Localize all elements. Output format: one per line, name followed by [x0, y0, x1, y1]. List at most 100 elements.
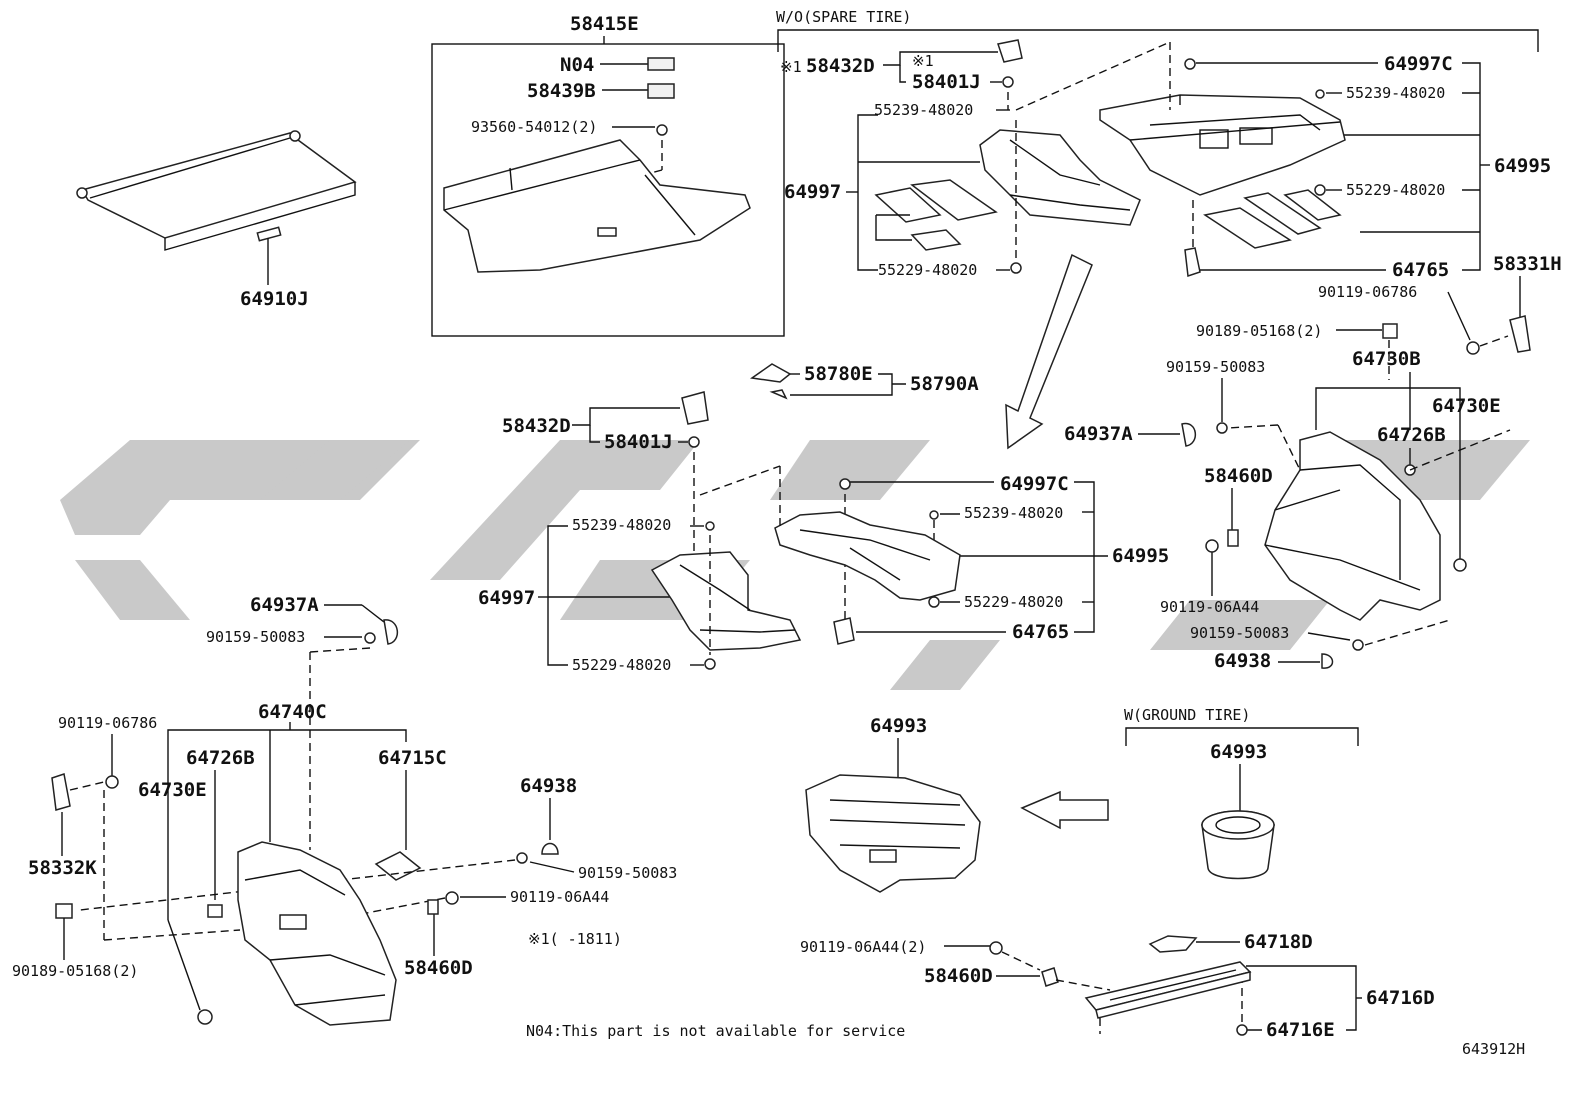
label-58432D-mid: 58432D [502, 415, 571, 437]
label-64718D: 64718D [1244, 931, 1313, 953]
label-64740C: 64740C [258, 701, 327, 723]
label-90189-r: 90189-05168(2) [1196, 322, 1322, 340]
clip-90189-r [1382, 323, 1398, 339]
part-58790A-clip [769, 389, 788, 400]
label-55229-top-r: 55229-48020 [1346, 181, 1445, 199]
deck-board-group-box [431, 43, 785, 337]
cap-64937A-r [1181, 422, 1196, 447]
foam-pads-top-left [874, 179, 998, 251]
label-90189-l: 90189-05168(2) [12, 962, 138, 980]
label-58439B: 58439B [527, 80, 596, 102]
label-90159-r1: 90159-50083 [1166, 358, 1265, 376]
ground-tire-cup-64993 [1201, 810, 1275, 880]
bracket-58332K [51, 773, 71, 811]
label-mark1: ※1 [912, 52, 934, 70]
label-64937A-l: 64937A [250, 594, 319, 616]
label-90119-06A44-r: 90119-06A44 [1160, 598, 1259, 616]
label-64716E: 64716E [1266, 1019, 1335, 1041]
label-55229-mid-r: 55229-48020 [964, 593, 1063, 611]
clip-58460D-l [427, 899, 439, 915]
floor-box-64995-mid [699, 465, 961, 601]
label-64726B-r: 64726B [1377, 424, 1446, 446]
label-64995-top: 64995 [1494, 155, 1551, 177]
label-58332K: 58332K [28, 857, 97, 879]
label-64765-top: 64765 [1392, 259, 1449, 281]
pad-64718D [1148, 935, 1198, 953]
label-90119-06A44-b: 90119-06A44(2) [800, 938, 926, 956]
label-55229-top-l: 55229-48020 [878, 261, 977, 279]
label-64993-ground: 64993 [1210, 741, 1267, 763]
label-58415E: 58415E [570, 13, 639, 35]
floor-box-64995-top [1099, 42, 1346, 196]
label-58460D-b: 58460D [924, 965, 993, 987]
figure-id: 643912H [1462, 1040, 1525, 1058]
side-trim-64740C [237, 841, 397, 1026]
clip-90189-l [55, 903, 73, 919]
note-1811: ※1( -1811) [528, 930, 622, 948]
bracket-58331H [1509, 315, 1531, 353]
cap-64937A-l [383, 619, 398, 645]
label-64715C: 64715C [378, 747, 447, 769]
label-90159-r2: 90159-50083 [1190, 624, 1289, 642]
label-64730B: 64730B [1352, 348, 1421, 370]
n04-part [647, 57, 675, 71]
label-90159-l2: 90159-50083 [578, 864, 677, 882]
label-58790A: 58790A [910, 373, 979, 395]
clip-64726B-l [207, 904, 223, 918]
58432D-part-top [997, 39, 1023, 63]
label-55239-mid-l: 55239-48020 [572, 516, 671, 534]
58439B-part [647, 83, 675, 99]
part-58780E [750, 363, 792, 383]
deck-board-part [443, 139, 751, 273]
foam-pads-top-right [1203, 189, 1342, 249]
clip-64765-mid [833, 617, 855, 645]
label-64937A-r: 64937A [1064, 423, 1133, 445]
label-64997C-mid: 64997C [1000, 473, 1069, 495]
clip-58460D-r [1227, 529, 1239, 547]
cap-64938-r [1321, 653, 1334, 669]
label-64730E-r: 64730E [1432, 395, 1501, 417]
clip-58460D-b [1041, 967, 1059, 987]
cap-64938-l [541, 842, 559, 855]
label-64765-mid: 64765 [1012, 621, 1069, 643]
side-box-64997-mid [650, 535, 802, 655]
part-58432D-mid [681, 391, 709, 425]
clip-64730E-l [197, 1009, 213, 1025]
label-64938-l: 64938 [520, 775, 577, 797]
mat-64715C [374, 851, 422, 881]
label-64910J: 64910J [240, 288, 309, 310]
label-58401J-mid: 58401J [604, 431, 673, 453]
tonneau-cover-part [76, 130, 357, 285]
label-55239-mid-r: 55239-48020 [964, 504, 1063, 522]
label-58331H: 58331H [1493, 253, 1562, 275]
note-n04: N04:This part is not available for servi… [526, 1022, 905, 1040]
label-64997C-top: 64997C [1384, 53, 1453, 75]
label-mark1-58432D: ※1 [780, 58, 802, 76]
scuff-plate-64716D [1084, 961, 1252, 1034]
side-trim-64730B [1264, 431, 1441, 621]
floor-box-64993 [805, 774, 981, 893]
label-with-ground-tire: W(GROUND TIRE) [1124, 706, 1250, 724]
label-64716D: 64716D [1366, 987, 1435, 1009]
label-93560: 93560-54012(2) [471, 118, 597, 136]
arrow-left-icon [1020, 790, 1109, 830]
label-90159-l1: 90159-50083 [206, 628, 305, 646]
label-64726B-l: 64726B [186, 747, 255, 769]
label-64730E-l: 64730E [138, 779, 207, 801]
label-N04: N04 [560, 54, 594, 76]
label-55239-top-r: 55239-48020 [1346, 84, 1445, 102]
label-58432D-top: 58432D [806, 55, 875, 77]
label-55239-top-l: 55239-48020 [874, 101, 973, 119]
label-64938-r: 64938 [1214, 650, 1271, 672]
label-64993-main: 64993 [870, 715, 927, 737]
arrow-down-icon [1005, 253, 1093, 450]
label-90119-06786-r: 90119-06786 [1318, 283, 1417, 301]
label-64995-mid: 64995 [1112, 545, 1169, 567]
label-58460D-r: 58460D [1204, 465, 1273, 487]
label-wo-spare-tire: W/O(SPARE TIRE) [776, 8, 911, 26]
clip-64765-top [1184, 247, 1201, 278]
side-box-64997-top [979, 41, 1171, 260]
label-55229-mid-l: 55229-48020 [572, 656, 671, 674]
label-90119-06786-l: 90119-06786 [58, 714, 157, 732]
